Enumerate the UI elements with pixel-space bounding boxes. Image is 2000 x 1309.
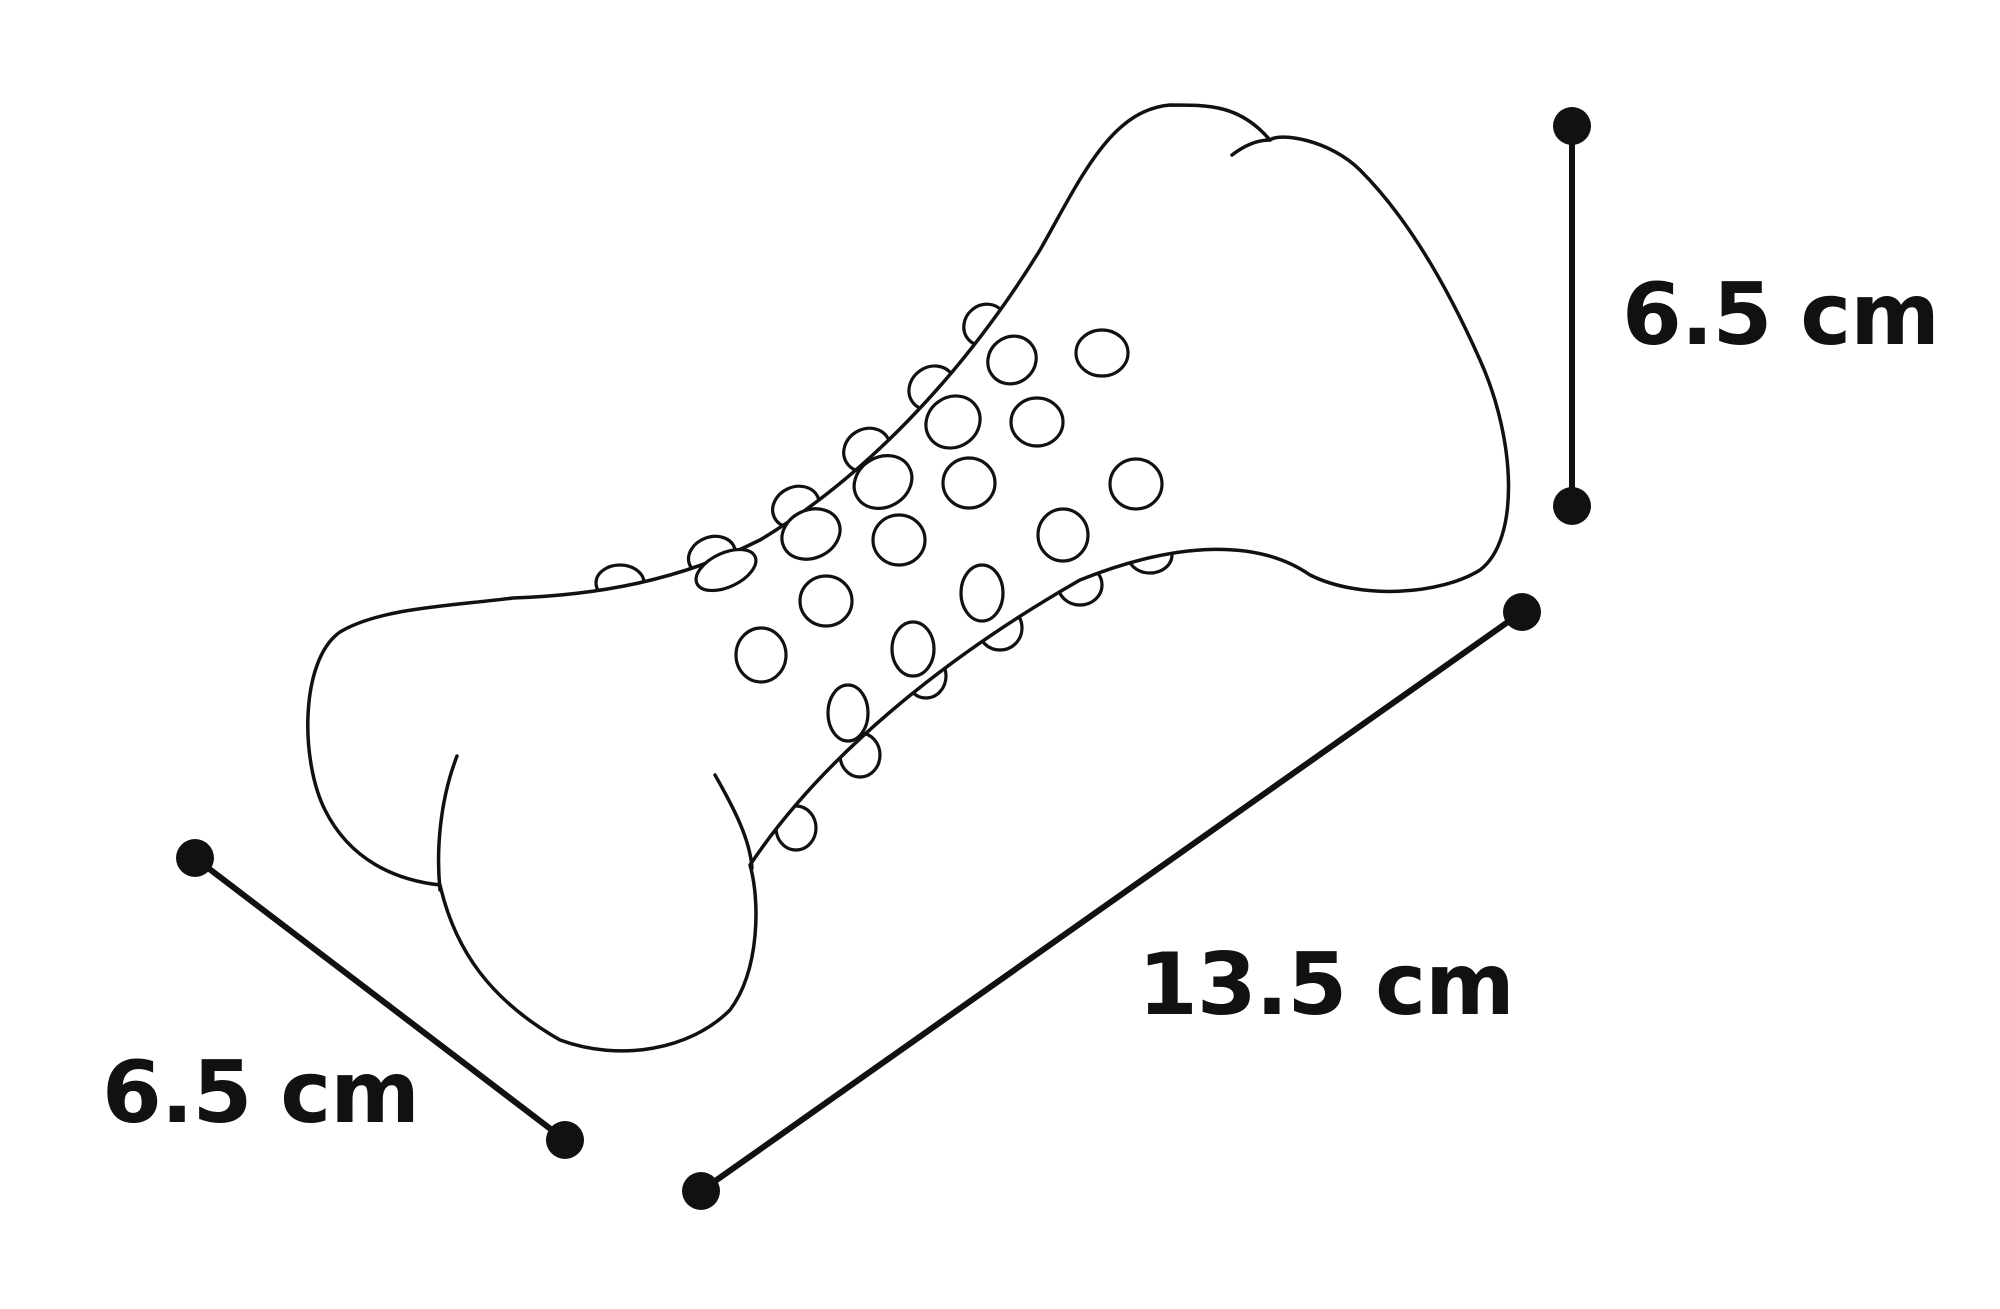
length-dimension-label: 13.5 cm bbox=[1138, 935, 1515, 1035]
bone-near-knob-contour bbox=[436, 754, 459, 892]
height-dimension-line bbox=[1553, 107, 1591, 525]
height-dimension-label: 6.5 cm bbox=[1622, 265, 1940, 365]
bone-far-knob-contour bbox=[1230, 138, 1272, 157]
bone-nubs-front bbox=[694, 328, 1164, 743]
width-dimension-line bbox=[176, 839, 584, 1159]
bone-outline bbox=[306, 103, 1511, 1053]
length-dimension-line bbox=[682, 593, 1541, 1210]
width-dimension-label: 6.5 cm bbox=[102, 1043, 420, 1143]
bone-near-knob-contour bbox=[713, 773, 754, 870]
